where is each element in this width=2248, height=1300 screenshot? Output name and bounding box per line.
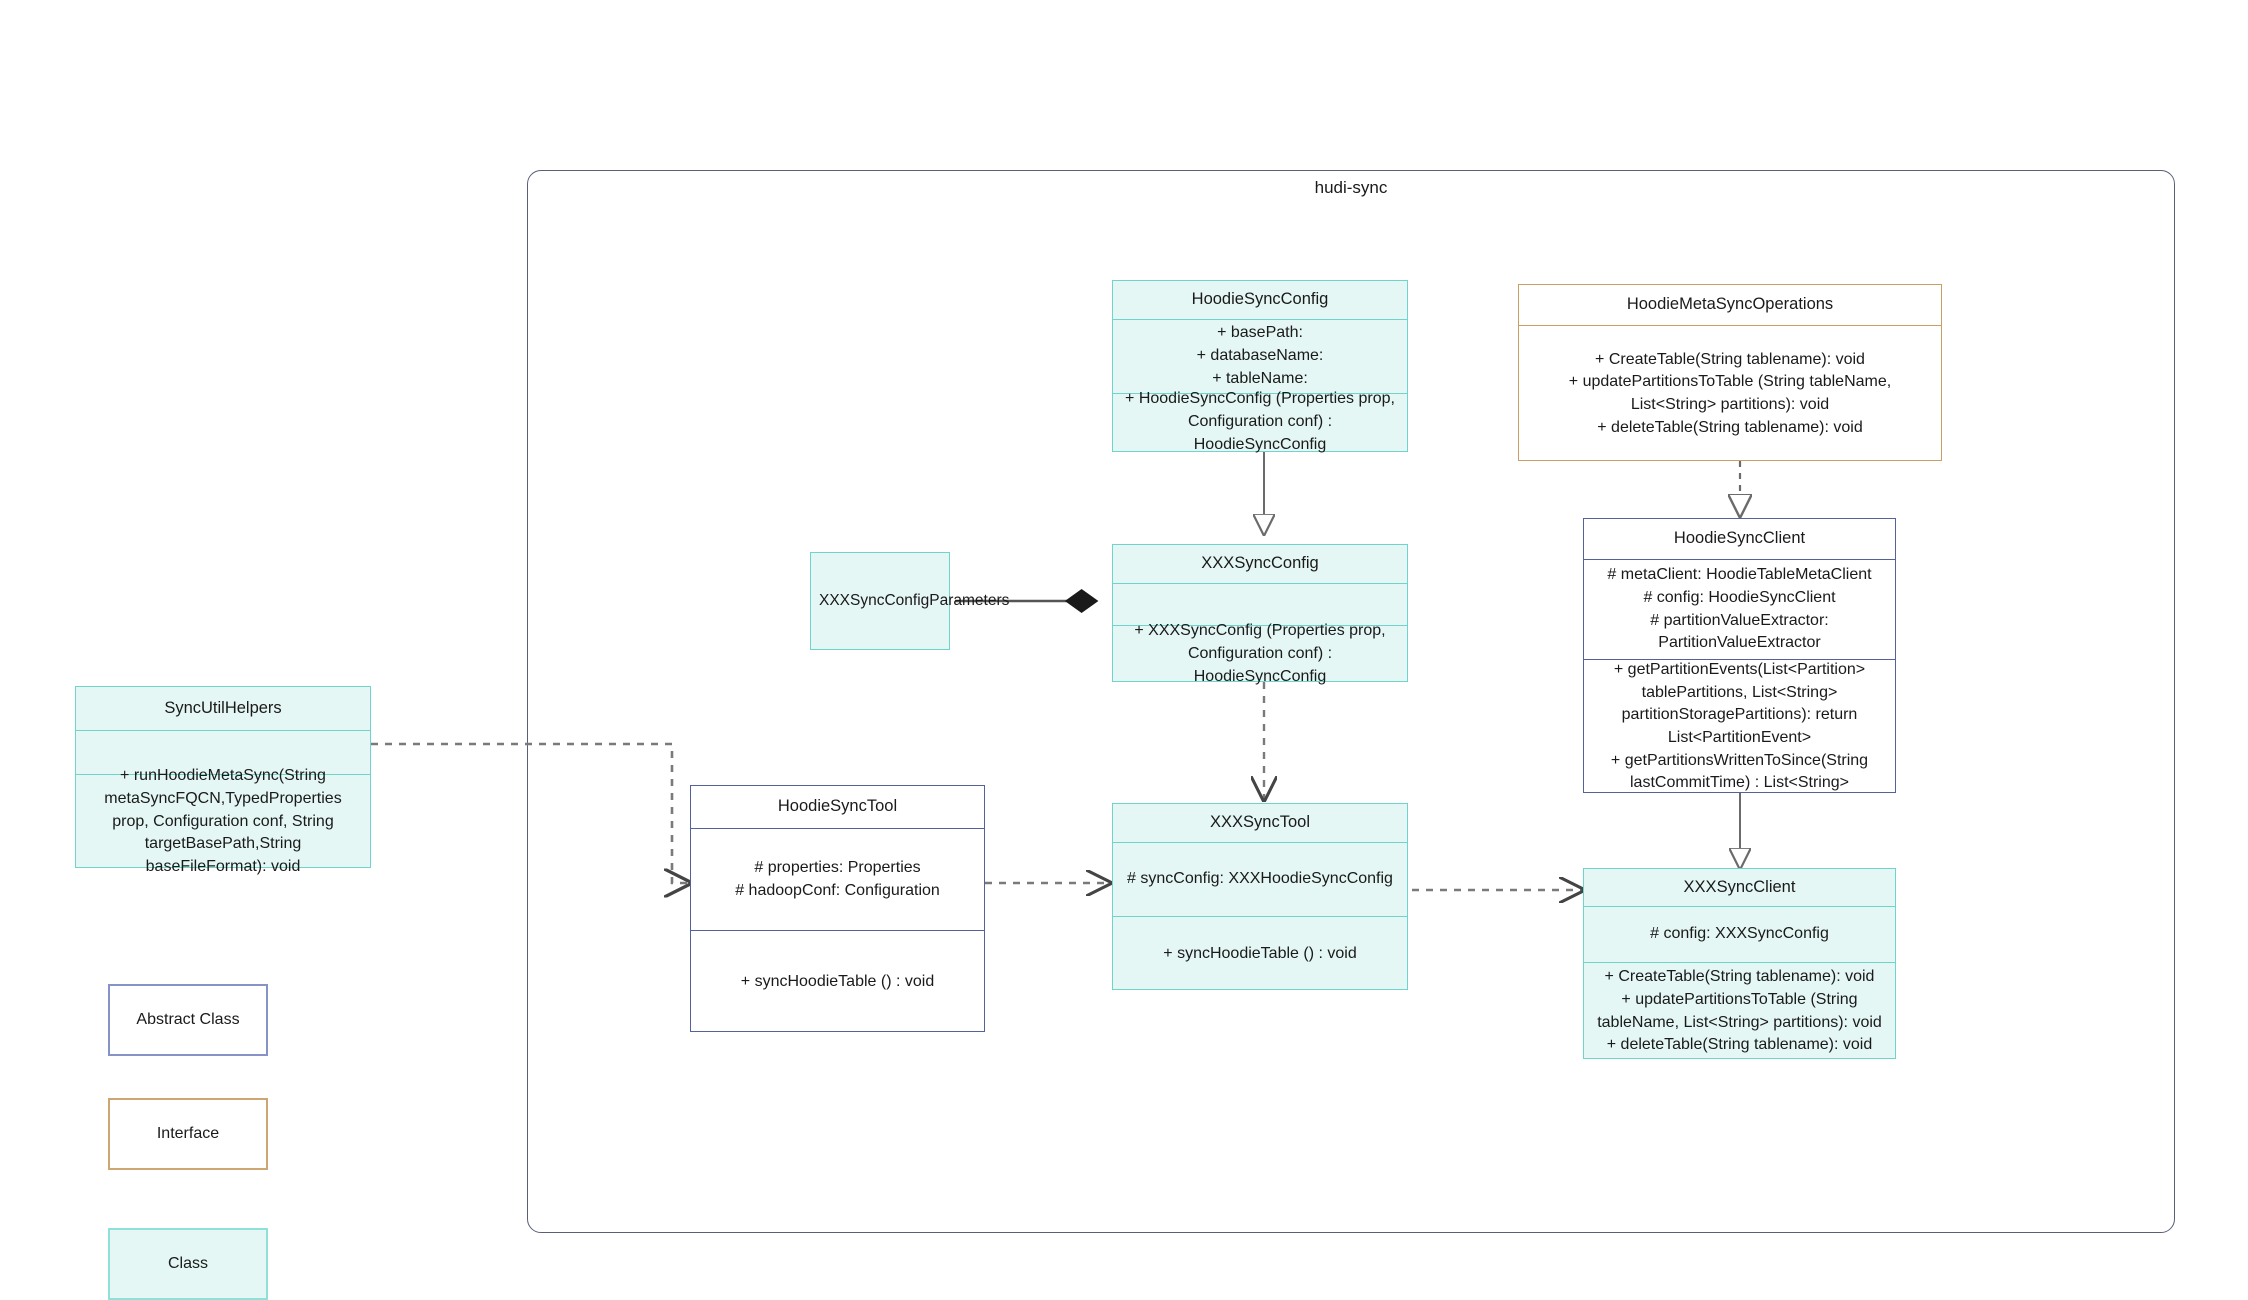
class-methods-sync-util-helpers: + runHoodieMetaSync(String metaSyncFQCN,… (76, 767, 370, 875)
class-name-xxx-sync-config-parameters: XXXSyncConfigParameters (819, 592, 1010, 609)
class-methods-hoodie-sync-tool: + syncHoodieTable () : void (691, 930, 984, 1033)
attribute-row: # metaClient: HoodieTableMetaClient (1607, 566, 1872, 584)
attribute-row: + basePath: (1217, 324, 1303, 342)
class-name-sync-util-helpers: SyncUtilHelpers (164, 698, 282, 717)
class-methods-hoodie-meta-sync-operations: + CreateTable(String tablename): void + … (1519, 325, 1941, 462)
class-name-hoodie-meta-sync-operations: HoodieMetaSyncOperations (1626, 295, 1834, 314)
attribute-row: # config: XXXSyncConfig (1650, 925, 1829, 943)
method-row: + XXXSyncConfig (Properties prop, Config… (1134, 622, 1386, 685)
class-attributes-xxx-sync-client: # config: XXXSyncConfig (1584, 906, 1895, 962)
class-methods-xxx-sync-config: + XXXSyncConfig (Properties prop, Config… (1113, 622, 1407, 685)
class-attributes-hoodie-sync-config: + basePath: + databaseName: + tableName: (1113, 319, 1407, 393)
class-box-hoodie-sync-config[interactable]: HoodieSyncConfig + basePath: + databaseN… (1112, 280, 1408, 453)
method-row: + runHoodieMetaSync(String metaSyncFQCN,… (104, 767, 342, 876)
class-name-xxx-sync-tool: XXXSyncTool (1210, 813, 1310, 832)
class-box-xxx-sync-client[interactable]: XXXSyncClient # config: XXXSyncConfig + … (1583, 868, 1896, 1059)
class-box-xxx-sync-config-parameters[interactable]: XXXSyncConfigParameters (810, 552, 1010, 650)
legend-class-label: Class (167, 1255, 208, 1272)
class-attributes-xxx-sync-config (1113, 583, 1407, 625)
legend-class: Class (108, 1228, 268, 1300)
class-methods-xxx-sync-client: + CreateTable(String tablename): void + … (1584, 962, 1895, 1060)
attribute-row: # config: HoodieSyncClient (1643, 588, 1836, 606)
legend-interface: Interface (108, 1098, 268, 1170)
method-row: + updatePartitionsToTable (String tableN… (1597, 990, 1882, 1031)
attribute-row: # partitionValueExtractor: PartitionValu… (1650, 611, 1829, 652)
class-box-sync-util-helpers[interactable]: SyncUtilHelpers + runHoodieMetaSync(Stri… (75, 686, 371, 875)
package-title: hudi-sync (1314, 178, 1388, 197)
method-row: + syncHoodieTable () : void (1163, 944, 1357, 962)
class-name-xxx-sync-client: XXXSyncClient (1683, 877, 1796, 896)
attribute-row: + databaseName: (1196, 347, 1324, 365)
class-box-hoodie-sync-tool[interactable]: HoodieSyncTool # properties: Properties … (690, 785, 985, 1032)
class-box-xxx-sync-tool[interactable]: XXXSyncTool # syncConfig: XXXHoodieSyncC… (1112, 803, 1408, 990)
class-box-hoodie-sync-client[interactable]: HoodieSyncClient # metaClient: HoodieTab… (1583, 518, 1896, 793)
attribute-row: # syncConfig: XXXHoodieSyncConfig (1127, 870, 1393, 888)
class-attributes-xxx-sync-tool: # syncConfig: XXXHoodieSyncConfig (1113, 842, 1407, 916)
method-row: + updatePartitionsToTable (String tableN… (1568, 373, 1892, 413)
class-name-hoodie-sync-config: HoodieSyncConfig (1191, 290, 1329, 309)
method-row: + CreateTable(String tablename): void (1595, 350, 1865, 368)
method-row: + getPartitionEvents(List<Partition> tab… (1613, 660, 1866, 746)
attribute-row: # hadoopConf: Configuration (735, 881, 940, 899)
method-row: + syncHoodieTable () : void (740, 972, 935, 990)
class-attributes-hoodie-sync-client: # metaClient: HoodieTableMetaClient # co… (1584, 559, 1895, 659)
method-row: + HoodieSyncConfig (Properties prop, Con… (1125, 390, 1395, 453)
class-methods-hoodie-sync-config: + HoodieSyncConfig (Properties prop, Con… (1113, 390, 1407, 453)
method-row: + deleteTable(String tablename): void (1597, 418, 1863, 436)
class-name-xxx-sync-config: XXXSyncConfig (1201, 554, 1319, 573)
method-row: + deleteTable(String tablename): void (1606, 1036, 1873, 1054)
legend-abstract-class: Abstract Class (108, 984, 268, 1056)
method-row: + getPartitionsWrittenToSince(String las… (1610, 751, 1869, 792)
class-attributes-sync-util-helpers (76, 730, 370, 774)
class-box-xxx-sync-config[interactable]: XXXSyncConfig + XXXSyncConfig (Propertie… (1112, 544, 1408, 685)
legend-interface-label: Interface (156, 1125, 220, 1142)
class-methods-xxx-sync-tool: + syncHoodieTable () : void (1113, 916, 1407, 991)
package-hudi-sync (527, 170, 2175, 1233)
class-name-hoodie-sync-tool: HoodieSyncTool (777, 797, 898, 816)
attribute-row: + tableName: (1212, 369, 1308, 387)
class-attributes-hoodie-sync-tool: # properties: Properties # hadoopConf: C… (691, 828, 984, 930)
method-row: + CreateTable(String tablename): void (1604, 968, 1875, 986)
class-methods-hoodie-sync-client: + getPartitionEvents(List<Partition> tab… (1584, 659, 1895, 794)
legend-abstract-label: Abstract Class (136, 1011, 240, 1028)
class-name-hoodie-sync-client: HoodieSyncClient (1673, 529, 1806, 548)
class-box-hoodie-meta-sync-operations[interactable]: HoodieMetaSyncOperations + CreateTable(S… (1518, 284, 1942, 461)
attribute-row: # properties: Properties (754, 858, 921, 876)
